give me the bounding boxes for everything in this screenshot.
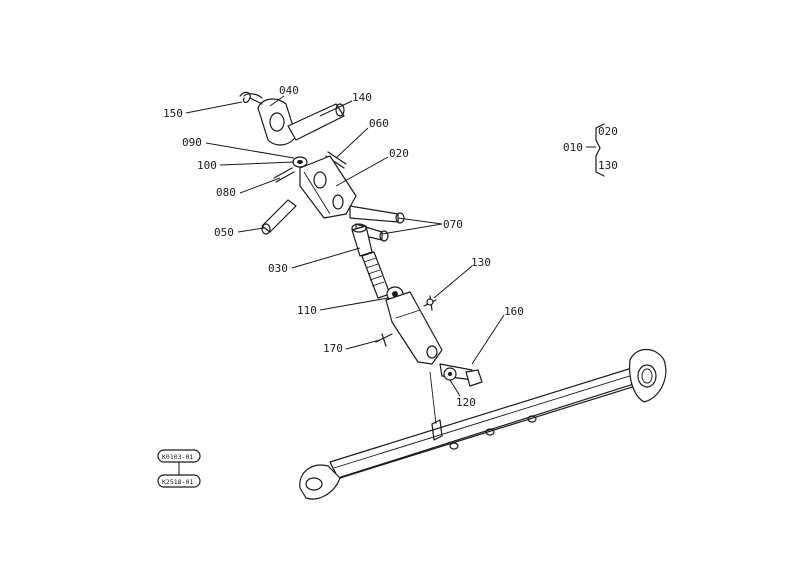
lower-link-bar (299, 348, 667, 500)
callout-030: 030 (268, 262, 288, 275)
reference-code-1: K0103-01 (162, 453, 193, 461)
cotter-080 (273, 167, 295, 183)
callout-130: 130 (471, 256, 491, 269)
assembly-first: 020 (598, 125, 618, 138)
callout-140: 140 (352, 91, 372, 104)
pin-050 (261, 199, 297, 235)
upper-fork (243, 93, 297, 146)
callout-090: 090 (182, 136, 202, 149)
washer-090 (292, 156, 308, 168)
assembly-key: 010 020 130 (563, 123, 618, 177)
lower-fork (385, 291, 443, 365)
leader-lines (185, 95, 505, 397)
assembly-last: 130 (598, 159, 618, 172)
assembly-parent: 010 (563, 141, 583, 154)
callout-060: 060 (369, 117, 389, 130)
callout-020: 020 (389, 147, 409, 160)
callout-100: 100 (197, 159, 217, 172)
grease-fitting-130 (423, 295, 437, 311)
guide-line (429, 371, 437, 425)
reference-code-box-2 (157, 474, 201, 488)
pin-140 (287, 103, 345, 141)
callout-080: 080 (216, 186, 236, 199)
callout-150: 150 (163, 107, 183, 120)
callout-050: 050 (214, 226, 234, 239)
bushing-120 (443, 367, 457, 381)
reference-codes: K0103-01 K2518-01 (157, 449, 201, 488)
callout-170: 170 (323, 342, 343, 355)
callout-040: 040 (279, 84, 299, 97)
callout-labels: 150 040 140 060 090 100 020 080 050 070 … (163, 84, 524, 409)
callout-110: 110 (297, 304, 317, 317)
callout-070: 070 (443, 218, 463, 231)
callout-120: 120 (456, 396, 476, 409)
reference-code-2: K2518-01 (162, 478, 193, 486)
bracket-020 (299, 155, 357, 219)
pin-clip-150 (239, 91, 263, 105)
callout-160: 160 (504, 305, 524, 318)
